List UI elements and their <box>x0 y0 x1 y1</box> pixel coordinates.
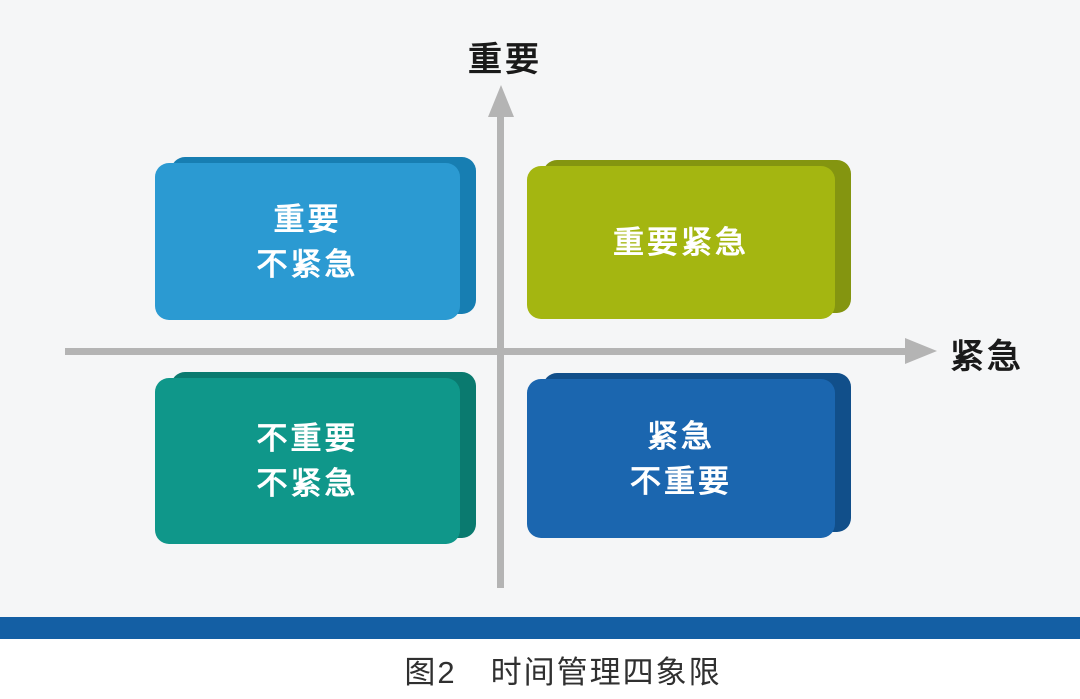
quadrant-label-line: 不重要 <box>630 463 732 499</box>
x-axis-label: 紧急 <box>950 338 1024 376</box>
quadrant-label-line: 不重要 <box>256 421 359 456</box>
quadrant-label-line: 紧急 <box>647 418 715 454</box>
caption-area: 图2 时间管理四象限 <box>0 639 1080 699</box>
quadrant-label-line: 重要紧急 <box>613 225 749 260</box>
quadrant-important-not-urgent: 重要 不紧急 <box>155 163 460 320</box>
figure-title: 时间管理四象限 <box>490 654 722 690</box>
right-arrow-icon <box>905 338 937 364</box>
divider-bar <box>0 617 1080 639</box>
quadrant-label-line: 重要 <box>273 201 342 237</box>
x-axis-line <box>65 348 910 355</box>
quadrant-urgent-not-important: 紧急 不重要 <box>527 379 835 538</box>
figure-number: 图2 <box>404 654 457 690</box>
quadrant-important-urgent: 重要紧急 <box>527 166 835 319</box>
quadrant-not-important-not-urgent: 不重要 不紧急 <box>155 378 460 544</box>
up-arrow-icon <box>488 85 514 117</box>
quadrant-label-line: 不紧急 <box>256 246 359 282</box>
figure-caption: 图2 时间管理四象限 <box>404 647 721 692</box>
quadrant-label-line: 不紧急 <box>256 466 359 501</box>
y-axis-label: 重要 <box>468 41 542 79</box>
